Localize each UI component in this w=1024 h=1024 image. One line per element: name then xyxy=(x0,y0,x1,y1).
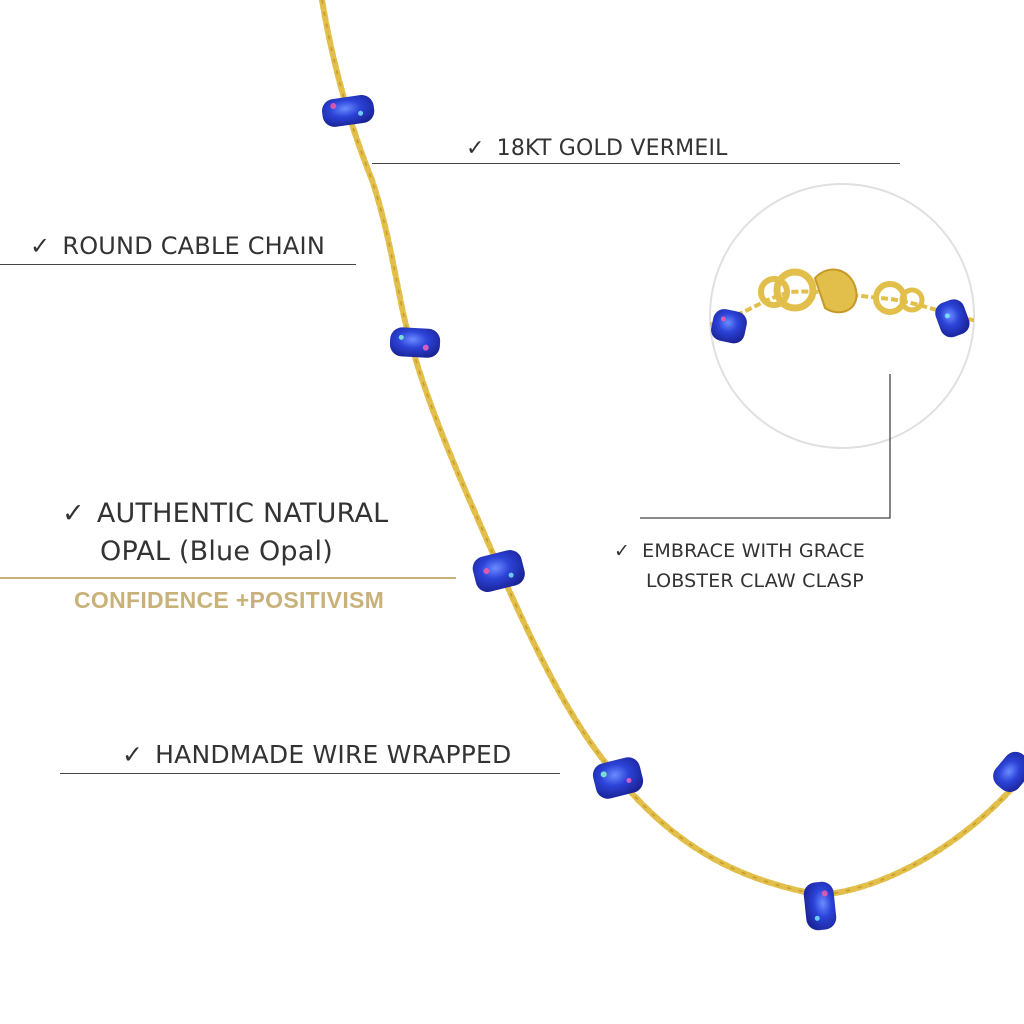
check-icon: ✓ xyxy=(122,740,144,769)
feature-text: HANDMADE WIRE WRAPPED xyxy=(155,740,512,769)
feature-gold-vermeil: ✓ 18KT GOLD VERMEIL xyxy=(466,136,728,161)
tagline: CONFIDENCE +POSITIVISM xyxy=(74,587,385,613)
feature-text-line1: EMBRACE WITH GRACE xyxy=(642,540,865,562)
feature-lobster-claw-clasp: ✓ EMBRACE WITH GRACE LOBSTER CLAW CLASP xyxy=(614,536,865,596)
check-icon: ✓ xyxy=(614,540,631,562)
opal-bead xyxy=(803,881,837,931)
check-icon: ✓ xyxy=(62,498,85,529)
opal-bead xyxy=(321,95,375,127)
opal-bead xyxy=(472,550,525,592)
feature-text-line2: LOBSTER CLAW CLASP xyxy=(646,570,864,592)
opal-bead xyxy=(993,751,1024,792)
opal-bead xyxy=(592,757,644,799)
clasp-callout-line xyxy=(640,374,891,519)
check-icon: ✓ xyxy=(466,136,485,161)
feature-natural-opal: ✓ AUTHENTIC NATURAL OPAL (Blue Opal) xyxy=(62,495,388,571)
opal-bead xyxy=(389,327,441,358)
clasp-zoom-circle xyxy=(709,183,975,449)
check-icon: ✓ xyxy=(30,232,51,260)
opal-bead xyxy=(935,299,970,338)
rule-cable-chain xyxy=(0,264,356,265)
lobster-clasp xyxy=(758,268,925,315)
feature-text-line1: AUTHENTIC NATURAL xyxy=(96,498,389,529)
feature-handmade-wire-wrapped: ✓ HANDMADE WIRE WRAPPED xyxy=(122,740,511,769)
rule-wire-wrapped xyxy=(60,773,560,774)
rule-opal xyxy=(0,577,456,579)
rule-gold-vermeil xyxy=(372,163,900,164)
feature-text-line2: OPAL (Blue Opal) xyxy=(100,536,333,567)
feature-text: ROUND CABLE CHAIN xyxy=(62,232,325,260)
feature-round-cable-chain: ✓ ROUND CABLE CHAIN xyxy=(30,232,325,260)
feature-text: 18KT GOLD VERMEIL xyxy=(496,136,728,161)
opal-bead xyxy=(711,309,747,344)
